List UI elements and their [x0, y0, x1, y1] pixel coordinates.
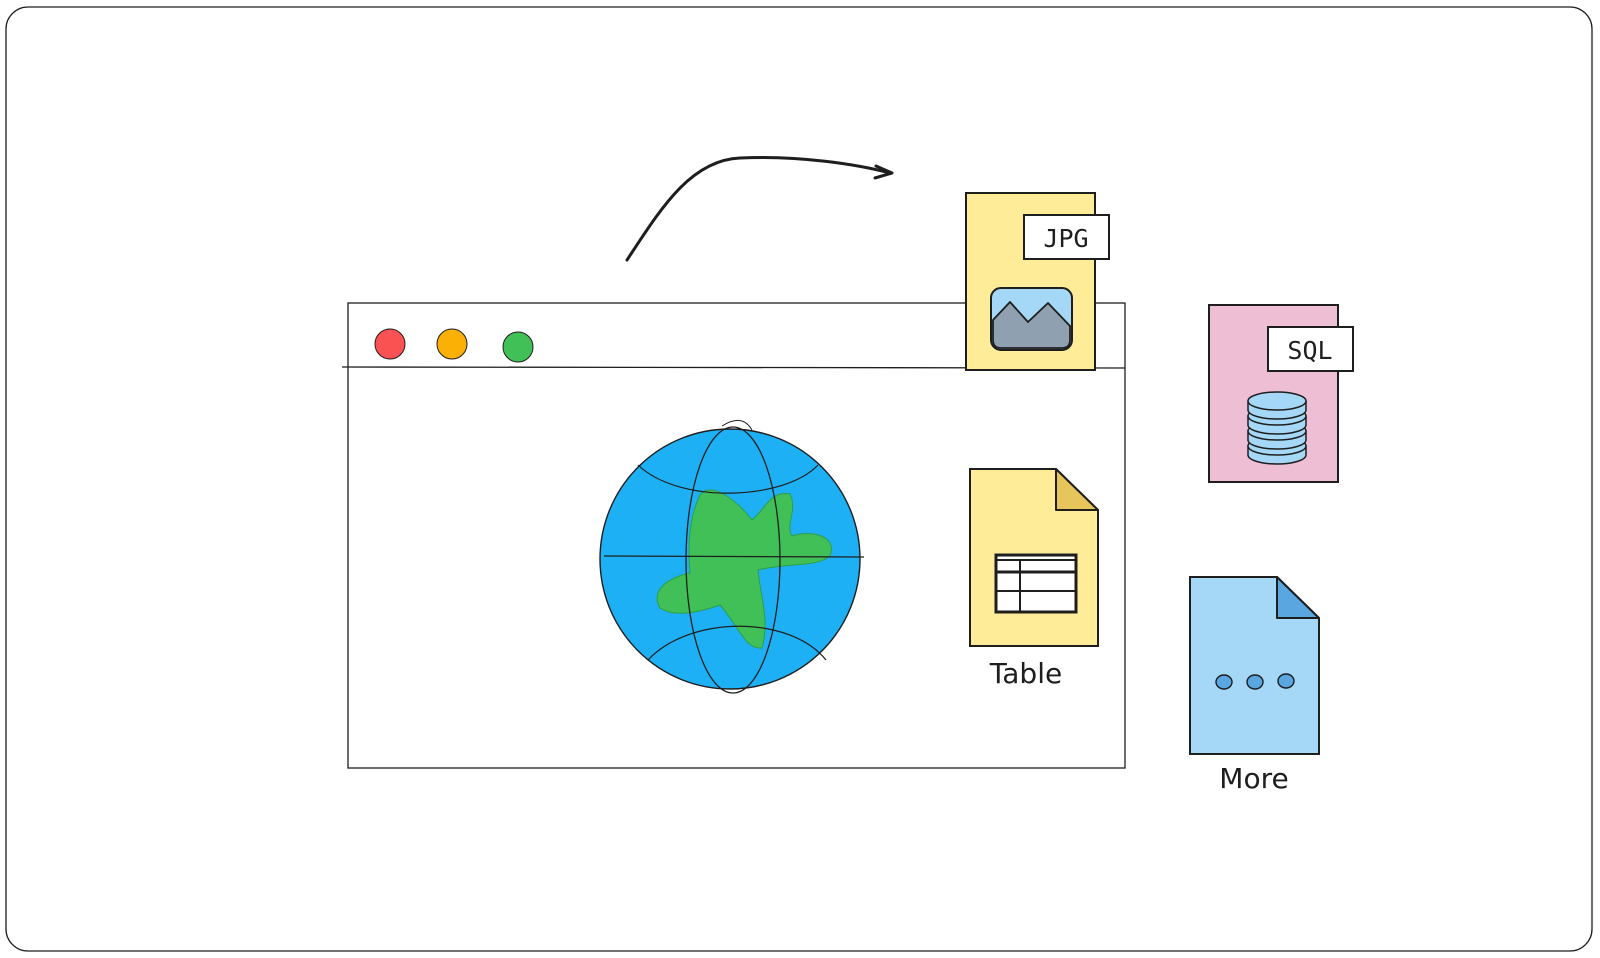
more-file — [1189, 576, 1320, 755]
image-icon — [990, 287, 1073, 351]
table-grid-icon — [994, 553, 1078, 614]
globe-icon — [599, 420, 865, 694]
sql-tag — [1267, 326, 1354, 372]
jpg-file: JPG — [965, 192, 1110, 371]
database-icon — [1247, 391, 1307, 465]
window-minimize-dot — [436, 328, 468, 360]
sql-label: SQL — [1287, 336, 1332, 365]
window-maximize-dot — [502, 331, 534, 363]
more-label: More — [1219, 762, 1288, 795]
arrow-icon — [625, 155, 894, 262]
table-label: Table — [989, 657, 1062, 690]
sql-file: SQL — [1208, 304, 1354, 483]
jpg-label: JPG — [1043, 224, 1088, 253]
ellipsis-icon — [1215, 673, 1295, 690]
table-file — [969, 468, 1099, 647]
jpg-tag — [1023, 214, 1110, 260]
window-close-dot — [374, 328, 406, 360]
